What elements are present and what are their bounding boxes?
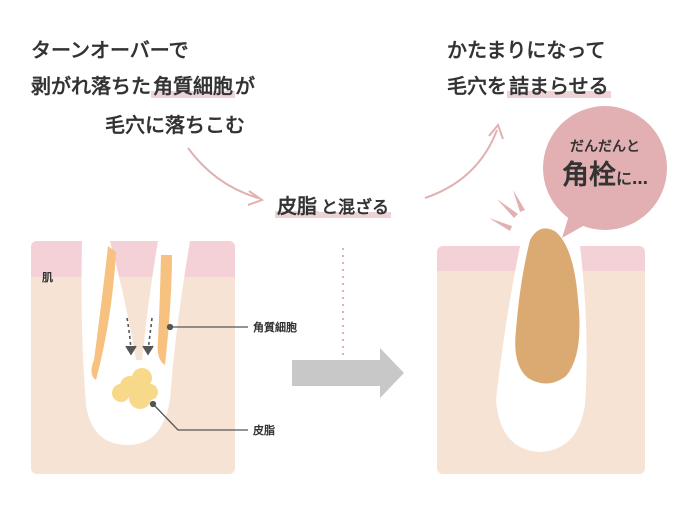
keratin-label: 角質細胞	[253, 321, 297, 334]
skin-label: 肌	[42, 271, 53, 284]
caption-line-3: 毛穴に落ちこむ	[105, 113, 245, 137]
caption-line-2-post: が	[235, 74, 255, 98]
transition-arrow	[292, 348, 404, 398]
caption-line-2: 剥がれ落ちた角質細胞が	[31, 74, 255, 98]
bubble-line-1: だんだんと	[570, 139, 640, 155]
falling-arrows	[125, 317, 154, 356]
burst-marks	[489, 190, 525, 231]
sebum-label: 皮脂	[253, 424, 275, 437]
curve-arrow-left	[187, 147, 259, 199]
leader-lines	[149, 323, 248, 431]
right-caption-line-2-pre: 毛穴を	[447, 74, 507, 98]
keratin-left-wall	[91, 246, 116, 380]
center-caption-post: と混ざる	[319, 198, 391, 218]
right-caption-line-2: 毛穴を詰まらせる	[447, 74, 611, 98]
curve-arrow-right	[424, 129, 498, 199]
clog-highlight: 詰まらせる	[507, 74, 611, 98]
caption-line-1: ターンオーバーで	[31, 38, 189, 62]
right-caption-line-1: かたまりになって	[447, 38, 606, 62]
left-skin-panel	[31, 241, 235, 474]
bubble-line-2: 角栓に…	[551, 162, 659, 189]
speech-bubble	[543, 106, 667, 238]
bubble-line-2-post: に…	[615, 169, 648, 188]
sebum-blob	[112, 368, 158, 409]
caption-line-2-pre: 剥がれ落ちた	[31, 74, 151, 98]
center-caption: 皮脂と混ざる	[275, 194, 391, 218]
keratin-right-wall	[157, 255, 172, 365]
sebum-highlight: 皮脂	[275, 194, 319, 218]
bubble-plug-word: 角栓	[561, 160, 616, 191]
keratin-highlight: 角質細胞	[151, 74, 235, 98]
keratin-plug	[515, 228, 580, 384]
